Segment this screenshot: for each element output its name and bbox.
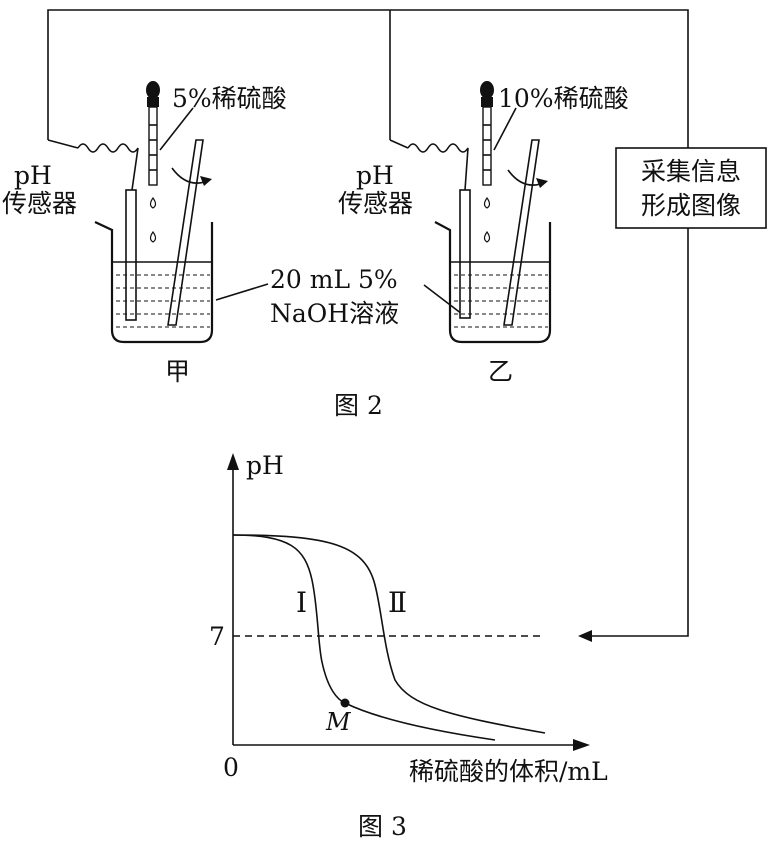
sensor-coil-right <box>407 143 469 191</box>
beaker-label-right: 乙 <box>488 357 513 386</box>
apparatus-right: 10%稀硫酸 pH 传感器 乙 <box>338 81 629 386</box>
ph-probe-left <box>125 189 137 321</box>
origin-label: 0 <box>223 753 239 782</box>
curve-1 <box>232 534 496 741</box>
sensor-label-right-line1: pH <box>356 161 394 190</box>
sensor-label-left-line1: pH <box>14 161 52 190</box>
wiring-frame <box>47 9 689 642</box>
y-tick-7: 7 <box>209 622 225 651</box>
point-m-label: M <box>325 708 352 736</box>
curve-2-label: Ⅱ <box>388 586 407 619</box>
x-axis-label: 稀硫酸的体积/mL <box>409 757 608 786</box>
curve-2 <box>232 534 546 734</box>
x-axis-arrow <box>573 739 590 751</box>
solution-left <box>113 261 211 328</box>
point-m <box>340 698 350 708</box>
stir-rod-left <box>167 139 204 326</box>
sensor-label-right-line2: 传感器 <box>338 189 413 218</box>
acid-label-left: 5%稀硫酸 <box>172 84 287 113</box>
stir-rod-right <box>503 139 540 326</box>
apparatus-left: 5%稀硫酸 pH 传感器 甲 <box>2 81 287 386</box>
collector-label-line1: 采集信息 <box>641 157 741 186</box>
y-axis-arrow <box>227 453 239 470</box>
beaker-left <box>94 221 214 344</box>
y-axis-label: pH <box>246 451 284 480</box>
solution-label: 20 mL 5% NaOH溶液 <box>215 265 463 328</box>
solution-label-line2: NaOH溶液 <box>270 299 399 328</box>
dropper-right <box>480 81 494 243</box>
dropper-left <box>146 81 160 243</box>
collector-label-line2: 形成图像 <box>641 191 741 220</box>
acid-label-right: 10%稀硫酸 <box>498 84 629 113</box>
figure3-caption: 图 3 <box>358 812 407 841</box>
sensor-coil-left <box>77 143 139 191</box>
sensor-label-left-line2: 传感器 <box>2 189 77 218</box>
solution-label-line1: 20 mL 5% <box>270 265 398 294</box>
figure2-caption: 图 2 <box>334 391 383 420</box>
collector-box: 采集信息 形成图像 <box>615 147 767 229</box>
curve-1-label: Ⅰ <box>296 586 307 619</box>
ph-chart: pH 0 稀硫酸的体积/mL 7 M Ⅰ Ⅱ <box>209 451 608 786</box>
beaker-right <box>434 221 552 344</box>
beaker-label-left: 甲 <box>165 357 190 386</box>
solution-right <box>451 261 549 328</box>
ph-probe-right <box>459 189 471 319</box>
